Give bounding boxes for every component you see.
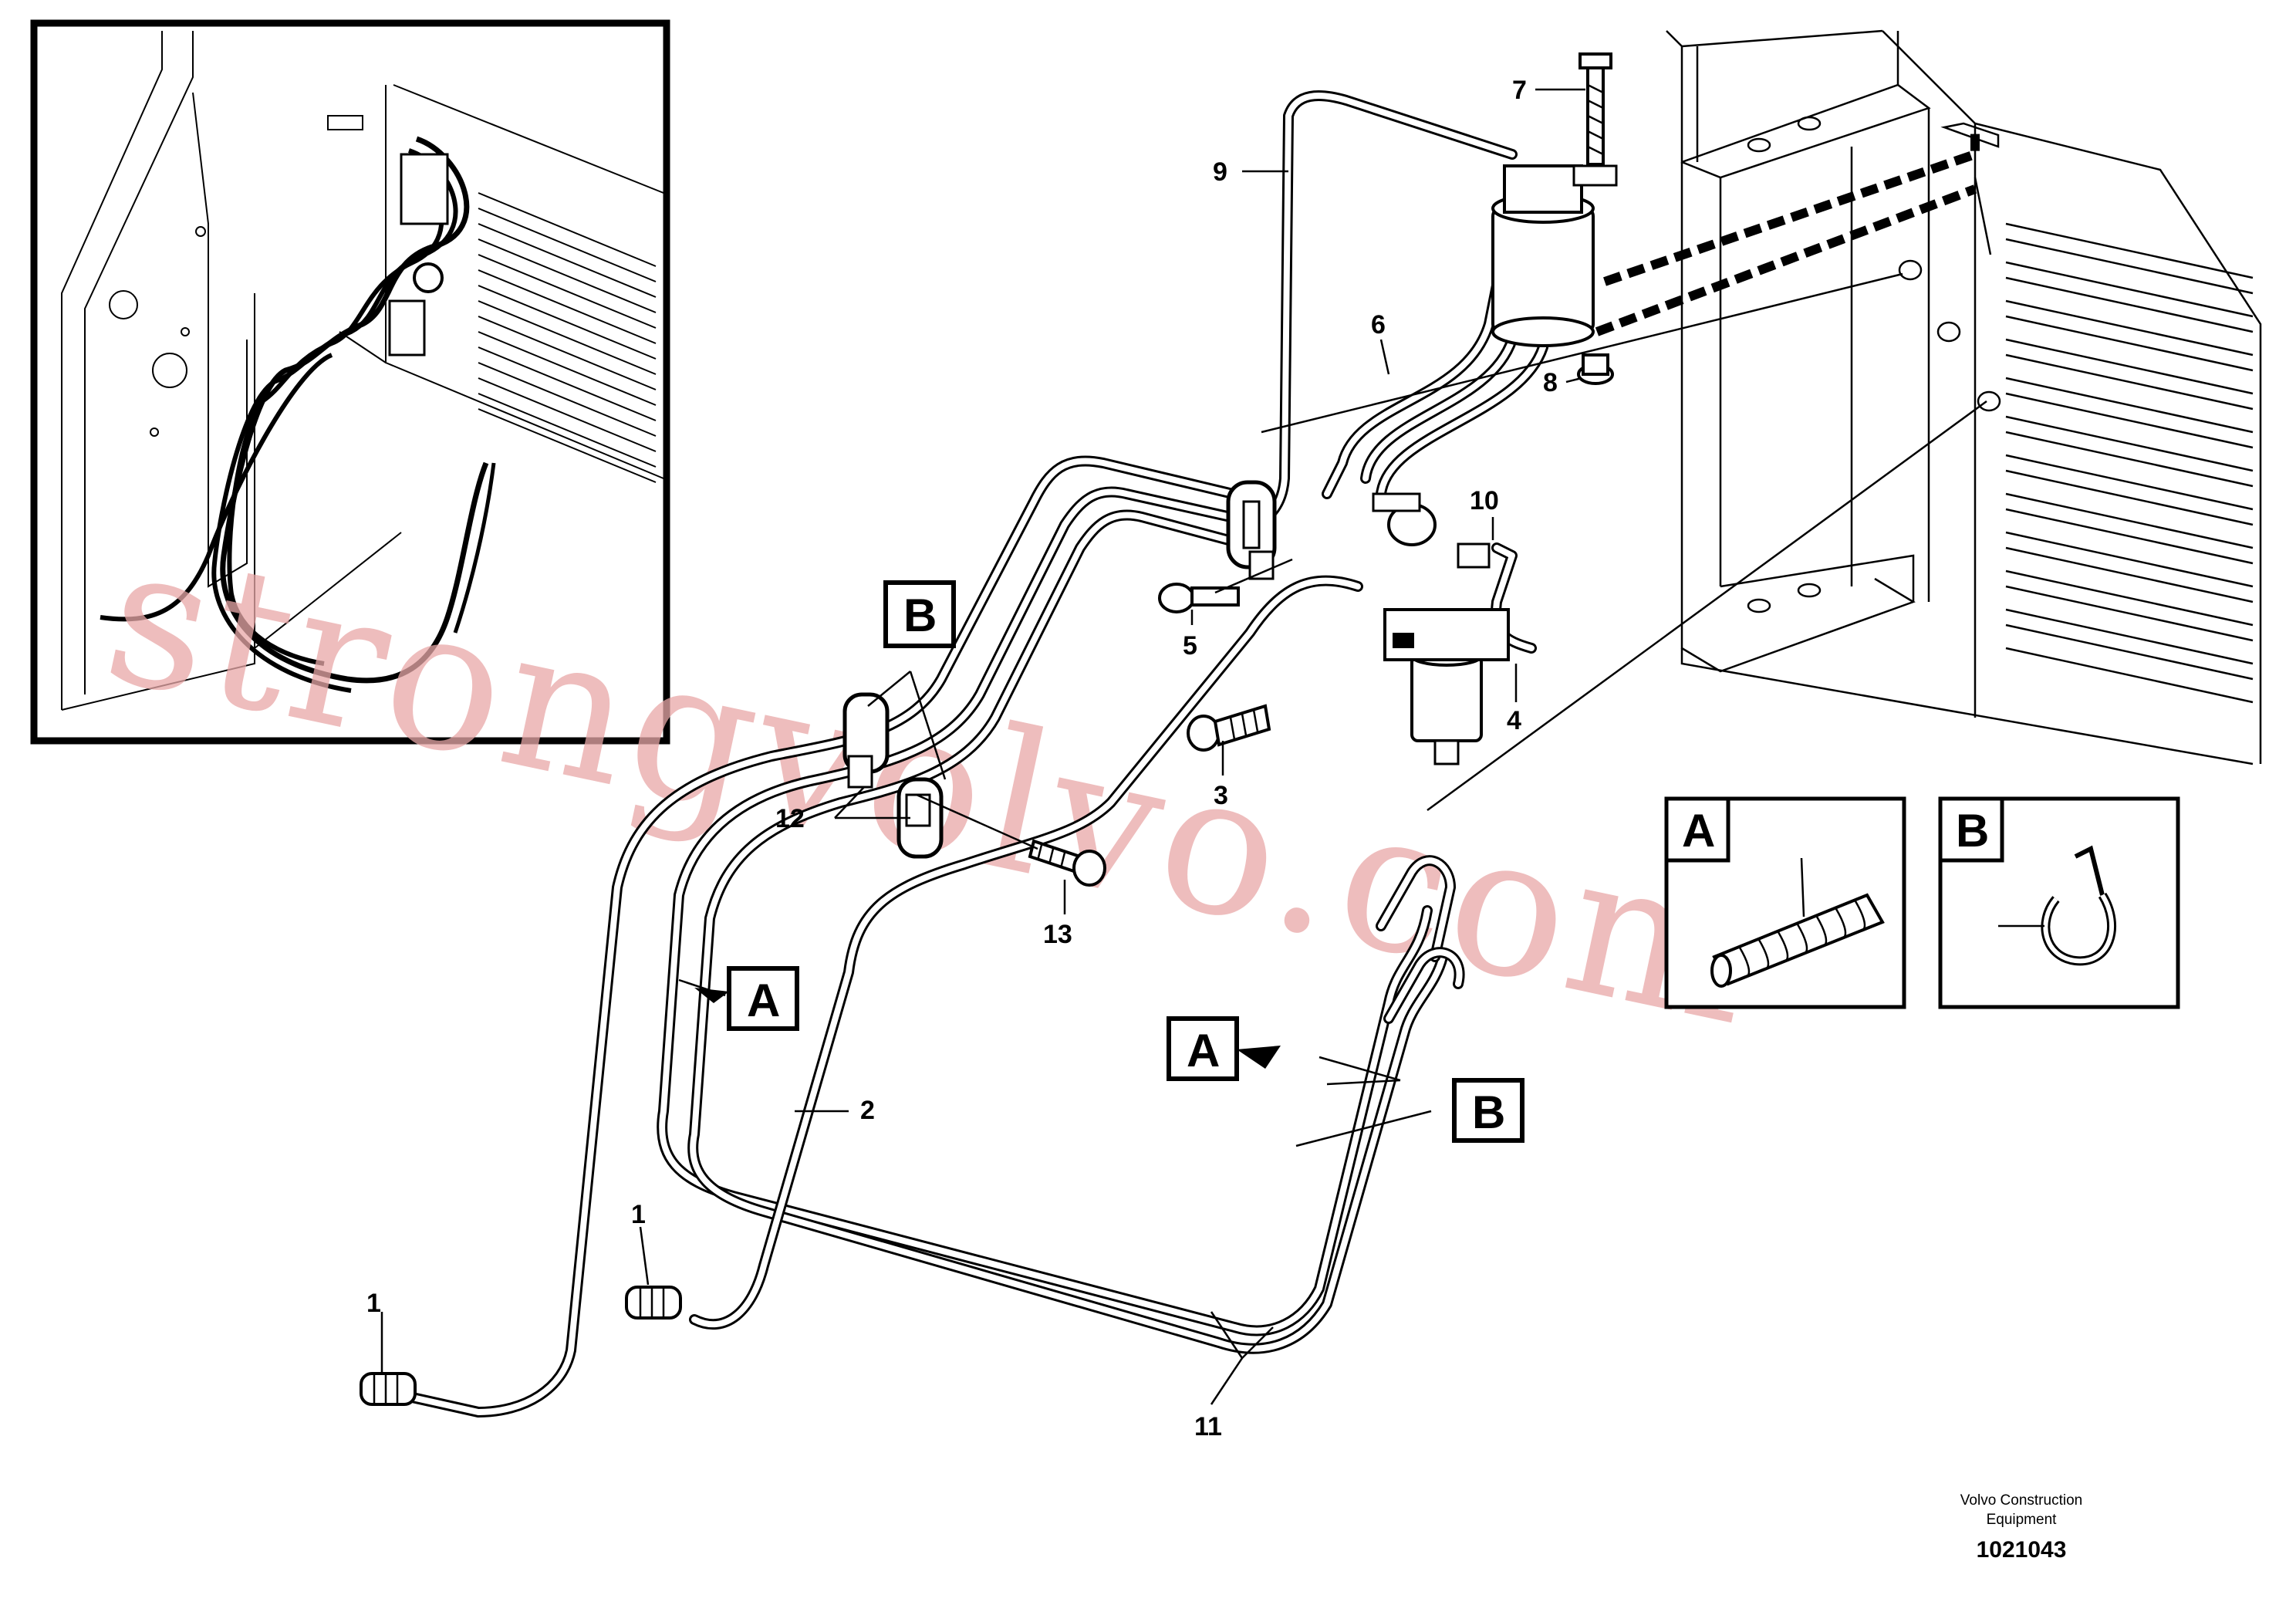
detail-a-panel: A <box>1664 796 1906 1009</box>
svg-text:B: B <box>903 590 937 641</box>
radiator-grille <box>2005 222 2254 704</box>
callout-4: 4 <box>1507 706 1521 735</box>
view-label-a-right: A <box>1167 1016 1281 1081</box>
callout-10: 10 <box>1470 486 1499 515</box>
inset-hoses <box>100 136 496 693</box>
detail-a-letter: A <box>1682 805 1715 857</box>
callout-11: 11 <box>1194 1412 1222 1441</box>
inset-grille <box>478 192 657 483</box>
view-label-b-top: B <box>883 580 956 648</box>
inset-frame-structure <box>61 31 664 711</box>
svg-text:A: A <box>1187 1025 1220 1076</box>
callout-5: 5 <box>1183 631 1197 661</box>
fuel-hoses <box>403 90 1564 1418</box>
nut-8 <box>1577 353 1614 385</box>
hose-clamp-top <box>1226 480 1277 580</box>
callout-3: 3 <box>1214 781 1228 810</box>
detail-b-letter: B <box>1956 805 1989 857</box>
callout-1-right: 1 <box>631 1200 646 1229</box>
svg-text:A: A <box>747 975 780 1026</box>
view-label-a-left: A <box>694 966 799 1031</box>
leader-lines <box>380 88 1987 1405</box>
cable-tie-15 <box>1998 845 2117 966</box>
connector-1-left <box>360 1372 417 1406</box>
title-block: Volvo Construction Equipment 1021043 <box>1960 1492 2082 1563</box>
callout-13: 13 <box>1043 920 1072 949</box>
spiral-wrap-14 <box>1710 857 1885 988</box>
svg-text:B: B <box>1472 1086 1505 1138</box>
callout-9: 9 <box>1213 157 1227 187</box>
hidden-mounting-lines <box>1595 122 2000 336</box>
detail-b-panel: B <box>1938 796 2180 1009</box>
callout-1-left: 1 <box>366 1289 381 1318</box>
callout-8: 8 <box>1543 368 1558 397</box>
callout-12: 12 <box>775 804 805 833</box>
connector-1-right <box>625 1286 682 1320</box>
bolt-7 <box>1578 52 1612 166</box>
fuel-filter-lower <box>1383 608 1510 765</box>
callout-2: 2 <box>860 1096 875 1125</box>
fuel-filter-upper <box>1491 164 1618 347</box>
machine-frame <box>1666 29 2262 765</box>
credit-line-2: Equipment <box>1987 1512 2058 1528</box>
callout-6: 6 <box>1371 310 1386 340</box>
overview-inset <box>30 19 670 745</box>
bolt-3 <box>1187 704 1271 752</box>
bolt-5 <box>1158 583 1240 613</box>
callout-7: 7 <box>1512 76 1527 105</box>
credit-line-1: Volvo Construction <box>1960 1492 2082 1509</box>
bolt-13 <box>1028 839 1106 887</box>
fuel-pump-10 <box>1372 492 1491 569</box>
drawing-number: 1021043 <box>1977 1537 2067 1563</box>
view-label-b-right: B <box>1452 1078 1524 1143</box>
frame-mounting-bosses <box>1898 259 2001 412</box>
